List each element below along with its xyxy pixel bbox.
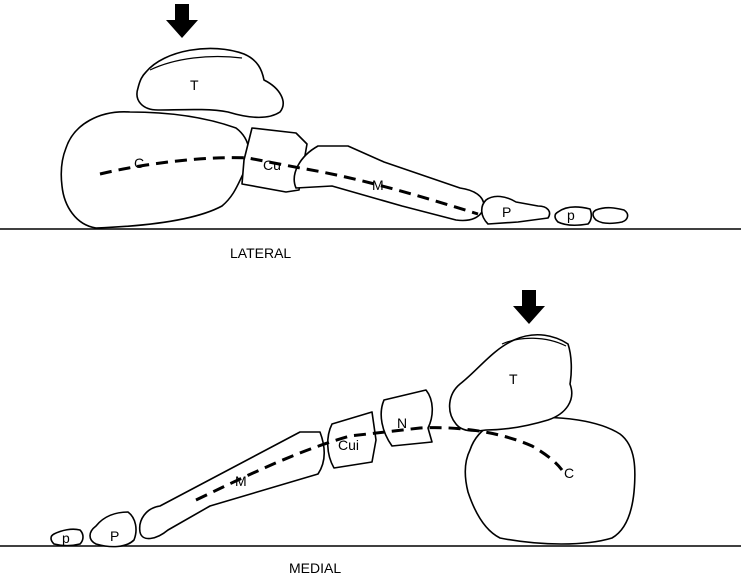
medial-metatarsal-label: M	[235, 473, 247, 489]
lateral-phalanx-label: P	[502, 204, 511, 220]
lateral-distal-phalanx-label: p	[567, 207, 575, 223]
lateral-load-arrow	[166, 4, 198, 38]
lateral-metatarsal-bone	[294, 146, 484, 220]
lateral-caption: LATERAL	[230, 245, 291, 261]
lateral-calcaneus-label: C	[134, 155, 144, 171]
medial-caption: MEDIAL	[289, 560, 341, 576]
medial-talus-label: T	[509, 371, 518, 387]
medial-load-arrow	[513, 290, 545, 324]
medial-distal-phalanx-label: p	[62, 530, 70, 546]
medial-phalanx-label: P	[110, 528, 119, 544]
medial-calcaneus-label: C	[564, 465, 574, 481]
lateral-view: T C Cu M P p LATERAL	[0, 4, 741, 261]
lateral-cuboid-label: Cu	[263, 157, 281, 173]
lateral-metatarsal-label: M	[372, 177, 384, 193]
medial-metatarsal-bone	[140, 432, 325, 539]
medial-view: T N Cui M C P p MEDIAL	[0, 290, 741, 576]
lateral-calcaneus-bone	[61, 112, 249, 228]
lateral-phalanx-bone	[482, 196, 550, 224]
lateral-talus-label: T	[190, 77, 199, 93]
lateral-talus-bone	[137, 48, 283, 117]
medial-navicular-label: N	[397, 415, 407, 431]
lateral-distal-phalanx-bone	[593, 208, 628, 224]
medial-cuneiform-label: Cui	[338, 437, 359, 453]
medial-calcaneus-bone	[465, 417, 635, 544]
